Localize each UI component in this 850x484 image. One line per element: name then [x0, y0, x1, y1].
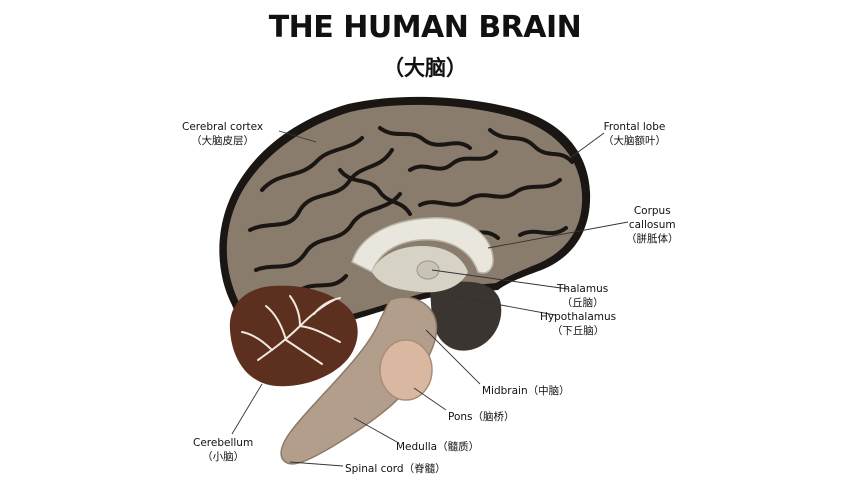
label-cerebral-cortex: Cerebral cortex （大脑皮层）: [182, 120, 263, 148]
leader-lines: [231, 130, 629, 467]
label-thalamus-en: Thalamus: [557, 283, 609, 295]
page-subtitle: （大脑）: [383, 56, 467, 80]
label-hypothalamus-en: Hypothalamus: [540, 311, 617, 323]
label-cerebellum: Cerebellum （小脑）: [193, 436, 253, 464]
label-medulla: Medulla（髓质）: [396, 441, 480, 453]
label-thalamus: Thalamus （丘脑）: [557, 282, 608, 310]
leader-pons: [413, 387, 447, 411]
leader-frontal-lobe: [569, 132, 605, 159]
label-pons: Pons（脑桥）: [448, 411, 515, 423]
label-corpus-callosum-en1: Corpus: [633, 205, 671, 217]
page-title: THE HUMAN BRAIN: [268, 10, 582, 45]
cerebellum-arbor-vitae: [241, 295, 341, 365]
leader-corpus-callosum: [487, 221, 629, 249]
label-frontal-lobe-zh: （大脑额叶）: [603, 135, 666, 147]
label-midbrain: Midbrain（中脑）: [482, 385, 570, 397]
label-cerebellum-zh: （小脑）: [202, 451, 245, 463]
sulci-lines: [248, 126, 574, 292]
label-thalamus-zh: （丘脑）: [561, 297, 604, 309]
label-hypothalamus-zh: （下丘脑）: [551, 325, 605, 337]
leader-medulla: [353, 417, 398, 443]
label-cerebral-cortex-zh: （大脑皮层）: [191, 135, 255, 147]
label-cerebral-cortex-en: Cerebral cortex: [182, 121, 264, 133]
thalamus-shape: [416, 260, 440, 280]
label-frontal-lobe-en: Frontal lobe: [603, 121, 666, 133]
label-corpus-callosum-zh: （胼胝体）: [626, 233, 679, 245]
cerebellum-shape: [229, 285, 358, 387]
leader-thalamus: [431, 269, 569, 290]
corpus-callosum-shape: [351, 217, 494, 274]
label-frontal-lobe: Frontal lobe （大脑额叶）: [603, 120, 666, 148]
label-spinal-cord: Spinal cord（脊髓）: [345, 463, 446, 475]
leader-hypothalamus: [451, 295, 556, 316]
label-corpus-callosum-en2: callosum: [628, 219, 676, 231]
leader-midbrain: [425, 329, 481, 385]
hypothalamus-dark-region: [430, 281, 502, 351]
label-corpus-callosum: Corpus callosum （胼胝体）: [626, 204, 679, 246]
brainstem-shape: [280, 296, 438, 465]
label-cerebellum-en: Cerebellum: [193, 437, 254, 449]
leader-cerebellum: [231, 383, 263, 435]
label-hypothalamus: Hypothalamus （下丘脑）: [540, 310, 616, 338]
leader-cerebral-cortex: [278, 130, 317, 143]
pons-shape: [379, 339, 433, 401]
leader-spinal-cord: [289, 461, 344, 467]
